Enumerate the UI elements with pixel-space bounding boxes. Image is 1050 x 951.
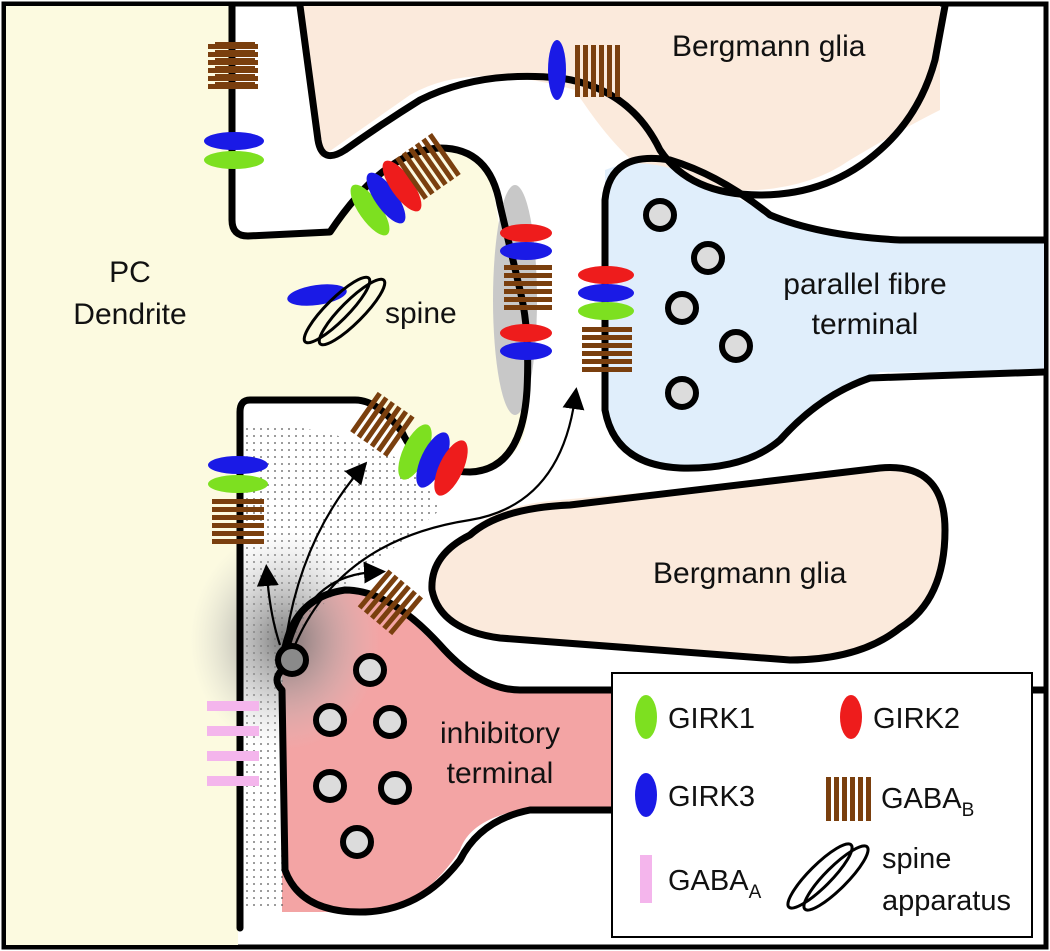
glia-top-membrane bbox=[296, 2, 949, 199]
legend-gabab-main: GABA bbox=[881, 783, 962, 815]
vesicle bbox=[340, 825, 374, 859]
legend-spine-apparatus-label-1: spine bbox=[882, 843, 951, 875]
girk3-channel bbox=[548, 40, 566, 100]
girk3-channel bbox=[578, 284, 634, 302]
gabaa-receptor bbox=[207, 776, 259, 786]
gabaa-receptors bbox=[207, 701, 259, 786]
legend-gabaa-label: GABAA bbox=[668, 865, 762, 903]
legend-girk2-label: GIRK2 bbox=[873, 703, 960, 735]
gabab-receptor bbox=[582, 327, 632, 372]
pc-dendrite-region bbox=[6, 6, 528, 945]
pf-vesicles bbox=[643, 198, 753, 410]
girk1-channel bbox=[398, 424, 432, 480]
gabab-receptor bbox=[208, 44, 258, 89]
arrow-to-terminal-gabab bbox=[288, 561, 386, 646]
girk3-channel bbox=[366, 172, 406, 224]
girk3-channel bbox=[416, 432, 450, 488]
gabaa-receptor bbox=[207, 726, 259, 736]
girk2-channel bbox=[578, 266, 634, 284]
gabaa-receptor bbox=[207, 701, 259, 711]
girk2-channel bbox=[434, 440, 468, 496]
label-spine: spine bbox=[385, 297, 457, 330]
gabab-receptor bbox=[504, 265, 552, 310]
girk1-channel bbox=[204, 151, 264, 169]
girk1-channel bbox=[350, 184, 390, 236]
label-glia-top: Bergmann glia bbox=[672, 30, 866, 63]
vesicle bbox=[313, 703, 347, 737]
girk3-channel bbox=[208, 456, 268, 474]
legend-spine-apparatus-swatch bbox=[786, 842, 870, 912]
girk3-channel bbox=[204, 132, 264, 150]
vesicle bbox=[719, 329, 753, 363]
girk1-channel bbox=[578, 302, 634, 320]
girk2-channel bbox=[500, 324, 552, 342]
legend-girk3-label: GIRK3 bbox=[668, 781, 755, 813]
legend-girk1-swatch bbox=[635, 695, 657, 739]
legend-girk2-swatch bbox=[840, 695, 862, 739]
legend-spine-apparatus-label-2: apparatus bbox=[882, 885, 1011, 917]
legend: GIRK1 GIRK2 GIRK3 GABAB GABAA spine appa… bbox=[611, 672, 1033, 938]
label-pc-dendrite-2: Dendrite bbox=[73, 298, 186, 331]
legend-girk1-label: GIRK1 bbox=[668, 703, 755, 735]
girk3-channel bbox=[500, 242, 552, 260]
gabab-receptor bbox=[575, 45, 620, 97]
arrow-to-spine bbox=[283, 461, 368, 646]
vesicle bbox=[373, 705, 407, 739]
vesicle bbox=[643, 198, 677, 232]
release-site bbox=[275, 643, 309, 677]
legend-girk3-swatch bbox=[635, 773, 657, 817]
legend-box bbox=[611, 672, 1033, 938]
legend-gabaa-swatch bbox=[640, 855, 652, 903]
gabab-receptor bbox=[350, 391, 415, 457]
gabab-receptor bbox=[357, 569, 424, 636]
gabab-receptor bbox=[395, 133, 461, 200]
bergmann-glia-bottom bbox=[430, 469, 945, 660]
legend-gabab-swatch bbox=[826, 777, 871, 821]
legend-gabab-subscript: B bbox=[962, 800, 975, 821]
label-pc-dendrite-1: PC bbox=[109, 256, 151, 289]
legend-gabaa-main: GABA bbox=[668, 865, 749, 897]
vesicle bbox=[691, 241, 725, 275]
gabab-receptor bbox=[212, 499, 264, 544]
inhibitory-terminal-membrane bbox=[273, 586, 1048, 916]
label-inhibitory-2: terminal bbox=[447, 757, 554, 790]
label-parallel-fibre-1: parallel fibre bbox=[783, 268, 946, 301]
vesicle bbox=[353, 653, 387, 687]
legend-gabab-label: GABAB bbox=[881, 783, 974, 821]
glia-bottom-membrane bbox=[428, 464, 949, 664]
label-parallel-fibre-2: terminal bbox=[812, 308, 919, 341]
girk3-channel bbox=[500, 342, 552, 360]
label-glia-bottom: Bergmann glia bbox=[653, 557, 847, 590]
inh-vesicles bbox=[313, 653, 412, 859]
arrow-to-dendrite-gabab bbox=[256, 564, 282, 646]
diffusion-arrows bbox=[256, 387, 585, 646]
spine-apparatus-icon bbox=[302, 275, 387, 347]
vesicle bbox=[665, 291, 699, 325]
girk1-channel bbox=[208, 475, 268, 493]
gabaa-receptor bbox=[207, 751, 259, 761]
label-inhibitory-1: inhibitory bbox=[440, 717, 560, 750]
vesicle bbox=[378, 771, 412, 805]
legend-gabaa-subscript: A bbox=[749, 882, 762, 903]
girk2-channel bbox=[382, 160, 422, 212]
girk2-channel bbox=[500, 224, 552, 242]
arrow-to-parallel-fibre bbox=[293, 387, 585, 646]
vesicle bbox=[313, 769, 347, 803]
vesicle bbox=[665, 376, 699, 410]
parallel-fibre-terminal-body bbox=[605, 163, 1044, 469]
